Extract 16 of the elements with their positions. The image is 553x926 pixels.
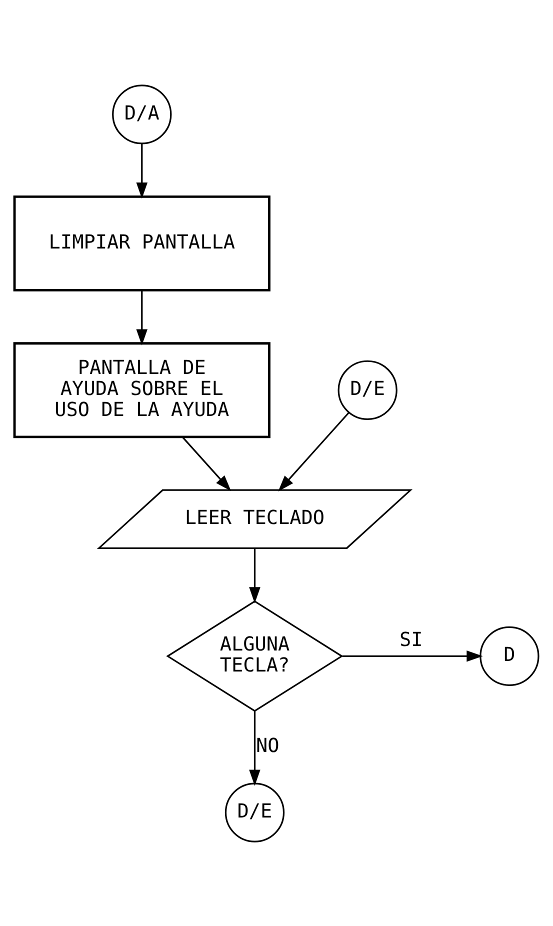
- edge-label: NO: [256, 734, 280, 757]
- node-box: LIMPIAR PANTALLA: [13, 194, 270, 291]
- arrow: [136, 290, 148, 345]
- arrow: [136, 143, 148, 198]
- node-circle: D/E: [338, 360, 398, 420]
- node-circle: D: [480, 626, 540, 686]
- arrow: [249, 710, 260, 786]
- arrow: [342, 650, 483, 662]
- arrow: [249, 548, 260, 603]
- node-box: PANTALLA DE AYUDA SOBRE EL USO DE LA AYUDA: [13, 342, 270, 438]
- node-circle: D/A: [112, 84, 172, 144]
- arrow: [278, 411, 350, 491]
- node-diamond: ALGUNA TECLA?: [166, 600, 344, 712]
- arrow: [182, 436, 232, 491]
- edge-label: SI: [399, 627, 423, 650]
- node-circle: D/E: [224, 782, 285, 842]
